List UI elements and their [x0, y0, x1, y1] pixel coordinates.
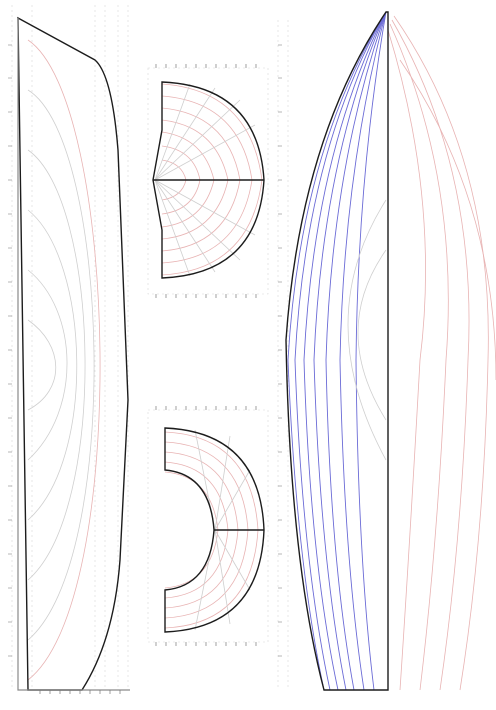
right-grey-contours — [347, 199, 387, 461]
left-profile-outline — [17, 16, 129, 691]
left-bottom-ticks — [39, 690, 121, 694]
lower-section-outline — [164, 427, 265, 633]
upper-section-top-ticks — [155, 64, 257, 68]
right-profile-view — [277, 11, 496, 691]
left-contours — [27, 39, 101, 681]
upper-section-bottom-ticks — [155, 294, 257, 298]
right-profile-outline — [285, 11, 389, 691]
lower-cross-section-view — [147, 406, 269, 646]
upper-section-outline — [152, 81, 265, 279]
right-side-ticks — [278, 44, 282, 657]
left-side-ticks — [8, 44, 12, 657]
left-grid — [11, 5, 129, 690]
lower-section-top-ticks — [155, 406, 257, 410]
lower-section-frame — [147, 409, 269, 643]
upper-section-frame — [147, 67, 269, 295]
right-blue-contours — [287, 11, 387, 691]
left-profile-baseline — [17, 18, 130, 691]
right-red-contours — [387, 15, 496, 691]
left-profile-view — [8, 5, 130, 694]
lower-section-bottom-ticks — [155, 642, 257, 646]
upper-cross-section-view — [147, 64, 269, 298]
